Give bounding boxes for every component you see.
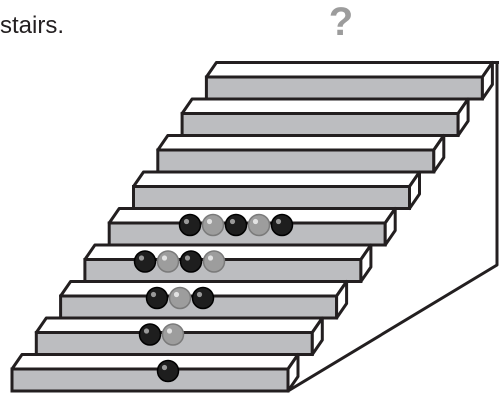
ball-highlight [184,255,191,261]
step-6 [132,170,421,210]
step-7 [156,134,446,174]
step-top-surface [204,61,494,79]
gray-ball [161,323,185,346]
ball-highlight [252,218,259,225]
gray-ball [247,213,271,237]
ball-group-step-1 [156,359,180,383]
step-4 [83,243,373,283]
step-end-cap [456,97,470,137]
black-ball [178,213,202,237]
ball-group-step-5 [178,213,294,237]
black-ball [179,250,203,273]
step-top-surface [83,243,373,261]
ball-highlight [166,328,173,334]
staircase-steps [10,61,494,393]
ball-group-step-3 [145,286,215,310]
ball-highlight [207,255,214,261]
step-top-surface [10,353,300,371]
ball-highlight [275,218,282,225]
step-top-surface [180,97,470,115]
gray-ball [168,286,192,310]
step-end-cap [432,134,446,174]
black-ball [133,250,157,273]
step-8 [180,97,470,137]
step-end-cap [383,207,397,247]
step-end-cap [286,353,300,393]
step-top-surface [132,170,421,188]
step-end-cap [335,280,349,320]
ball-highlight [143,328,150,334]
ball-highlight [229,218,236,225]
step-front-face [10,367,290,393]
step-1 [10,353,300,393]
ball-highlight [161,364,168,371]
gray-ball [202,250,226,273]
step-9 [204,61,494,101]
black-ball [224,213,248,237]
step-end-cap [359,243,373,283]
ball-highlight [138,255,145,261]
ball-groups [133,213,294,383]
black-ball [270,213,294,237]
step-front-face [156,148,436,174]
step-top-surface [156,134,446,152]
step-end-cap [408,170,421,210]
step-end-cap [310,316,324,356]
step-front-face [107,221,387,247]
black-ball [191,286,215,310]
black-ball [145,286,169,310]
ball-highlight [150,291,157,298]
ball-group-step-4 [133,250,226,273]
black-ball [138,323,162,346]
question-mark-icon: ? [328,0,354,44]
step-front-face [204,75,484,101]
black-ball [156,359,180,383]
gray-ball [201,213,225,237]
step-end-cap [480,61,494,101]
caption-text: stairs. [0,12,65,39]
ball-highlight [196,291,203,298]
ball-highlight [173,291,180,298]
step-front-face [180,112,460,137]
gray-ball [156,250,180,273]
step-front-face [132,185,411,210]
ball-group-step-2 [138,323,185,346]
ball-highlight [183,218,190,225]
ball-highlight [206,218,213,225]
ball-highlight [161,255,168,261]
